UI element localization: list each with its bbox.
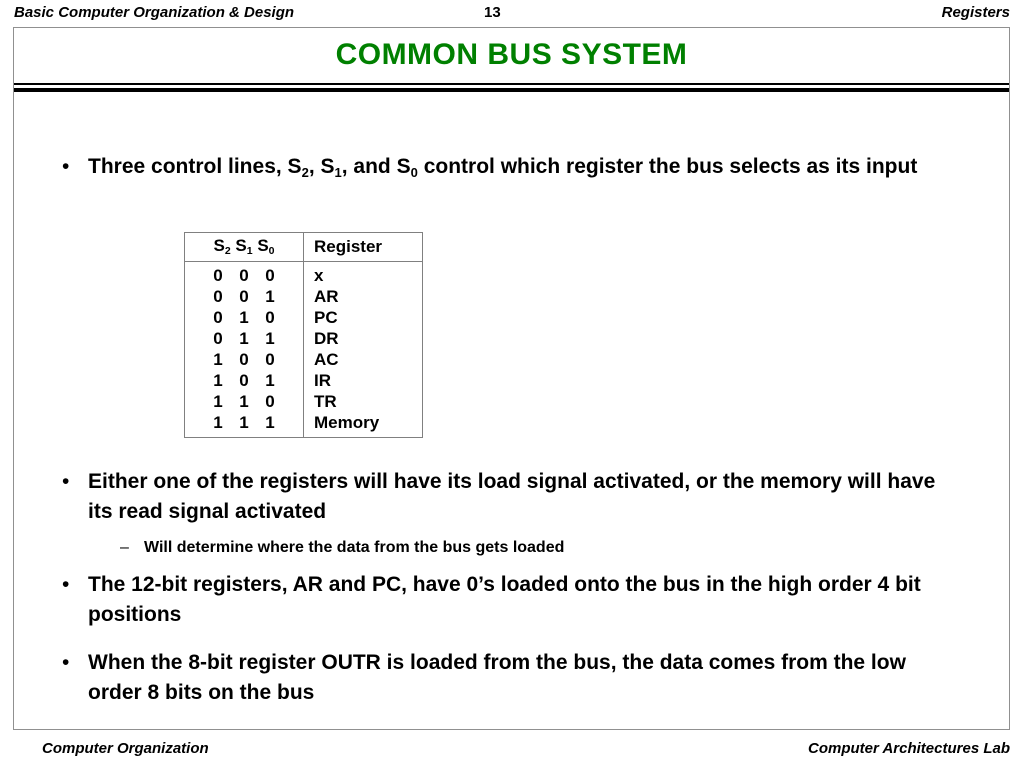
row-register-name: PC xyxy=(314,307,338,327)
bit-s2: 0 xyxy=(213,307,223,327)
bullet-item-2: • Either one of the registers will have … xyxy=(62,467,942,527)
title-divider-rule xyxy=(14,83,1009,92)
bullet-text: Three control lines, S2, S1, and S0 cont… xyxy=(88,155,918,180)
slide-body: • Three control lines, S2, S1, and S0 co… xyxy=(14,92,1009,730)
bullet-item-4: • When the 8-bit register OUTR is loaded… xyxy=(62,648,942,708)
row-register-name: IR xyxy=(314,370,331,390)
bit-s1: 0 xyxy=(239,265,249,285)
sub-bullet-text: Will determine where the data from the b… xyxy=(144,539,565,556)
bit-s0: 1 xyxy=(265,328,275,348)
bit-s0: 1 xyxy=(265,412,275,432)
bit-s0: 0 xyxy=(265,307,275,327)
table-header-row: S2 S1 S0 Register xyxy=(184,232,423,262)
bit-s1: 0 xyxy=(239,286,249,306)
slide-title-area: COMMON BUS SYSTEM xyxy=(14,28,1009,82)
bit-s2: 0 xyxy=(213,286,223,306)
row-register-name: AR xyxy=(314,286,339,306)
bit-s2: 1 xyxy=(213,349,223,369)
bullet-item-1: • Three control lines, S2, S1, and S0 co… xyxy=(62,152,922,184)
bullet-marker: • xyxy=(62,155,70,178)
sub-bullet-marker: – xyxy=(120,539,129,556)
bit-s2: 1 xyxy=(213,391,223,411)
bullet-marker: • xyxy=(62,651,70,674)
bit-s2: 1 xyxy=(213,412,223,432)
header-course-title: Basic Computer Organization & Design xyxy=(14,4,295,21)
header-section-title: Registers xyxy=(941,4,1010,21)
bullet-marker: • xyxy=(62,470,70,493)
footer-left-label: Computer Organization xyxy=(42,740,209,757)
bullet-text: When the 8-bit register OUTR is loaded f… xyxy=(88,651,906,704)
divider-line-thin xyxy=(14,83,1009,85)
bit-s2: 1 xyxy=(213,370,223,390)
page-title: COMMON BUS SYSTEM xyxy=(335,38,688,71)
row-register-name: DR xyxy=(314,328,339,348)
bit-s1: 1 xyxy=(239,391,249,411)
column-header-select: S2 S1 S0 xyxy=(184,232,304,262)
bit-s0: 1 xyxy=(265,286,275,306)
bit-s2: 0 xyxy=(213,265,223,285)
sub-bullet-item-1: – Will determine where the data from the… xyxy=(120,536,940,560)
slide-header: Basic Computer Organization & Design 13 … xyxy=(14,4,1010,24)
bullet-item-3: • The 12-bit registers, AR and PC, have … xyxy=(62,570,942,630)
row-register-name: Memory xyxy=(314,412,380,432)
slide-footer: Computer Organization Computer Architect… xyxy=(14,740,1010,762)
row-register-name: TR xyxy=(314,391,337,411)
bit-s1: 1 xyxy=(239,412,249,432)
footer-right-label: Computer Architectures Lab xyxy=(808,740,1010,757)
row-register-name: AC xyxy=(314,349,339,369)
bit-s1: 0 xyxy=(239,349,249,369)
slide-content-box: COMMON BUS SYSTEM • Three control lines,… xyxy=(13,27,1010,730)
row-register-name: x xyxy=(314,265,324,285)
bullet-text: Either one of the registers will have it… xyxy=(88,470,936,523)
bit-s1: 0 xyxy=(239,370,249,390)
bit-s0: 0 xyxy=(265,349,275,369)
bit-s0: 1 xyxy=(265,370,275,390)
bit-s2: 0 xyxy=(213,328,223,348)
column-header-register: Register xyxy=(303,232,423,262)
bit-s1: 1 xyxy=(239,328,249,348)
bit-s1: 1 xyxy=(239,307,249,327)
bit-s0: 0 xyxy=(265,265,275,285)
header-page-number: 13 xyxy=(484,4,501,21)
bit-s0: 0 xyxy=(265,391,275,411)
bullet-text: The 12-bit registers, AR and PC, have 0’… xyxy=(88,573,921,626)
divider-line-thick xyxy=(14,88,1009,92)
bullet-marker: • xyxy=(62,573,70,596)
